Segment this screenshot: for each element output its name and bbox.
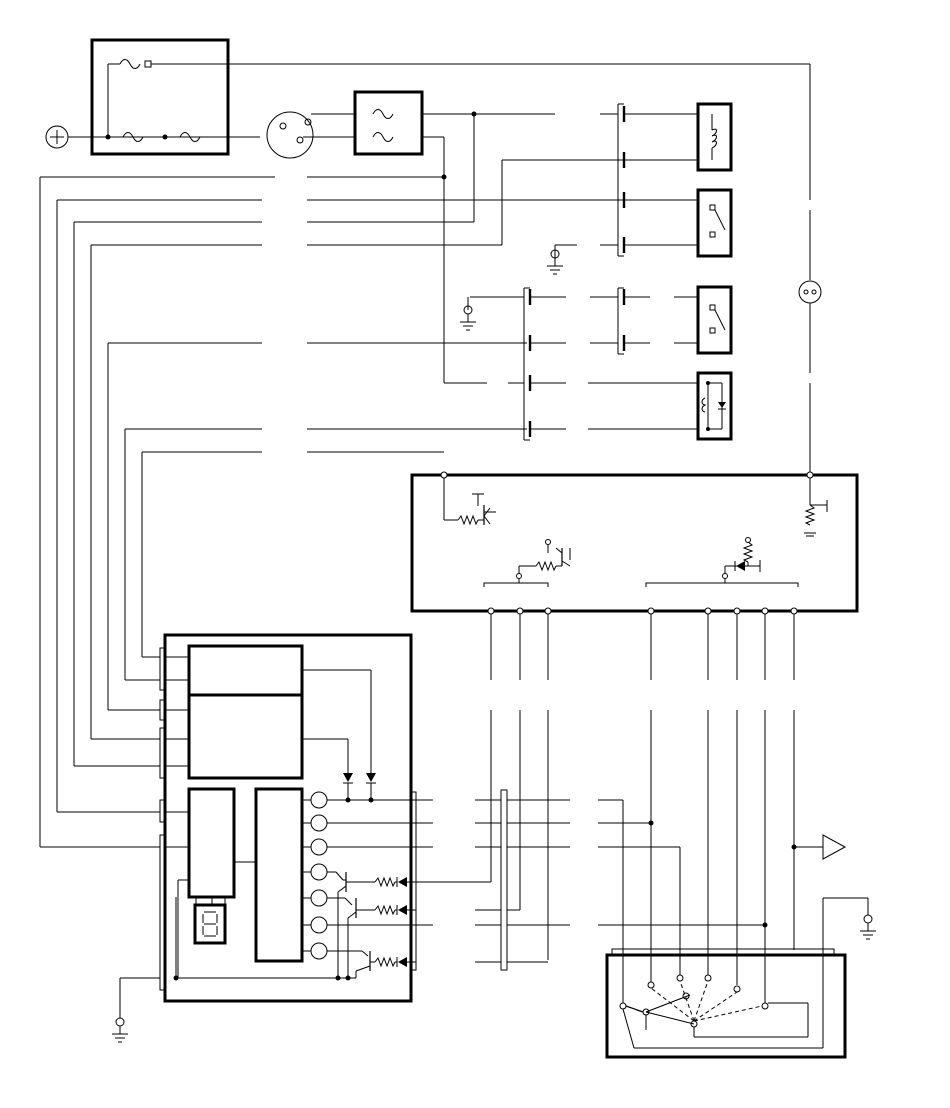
control-module	[410, 471, 859, 613]
npn-transistor-icon	[327, 871, 375, 978]
buzzer-triangle-icon	[791, 834, 847, 860]
connector-top-right	[554, 103, 698, 258]
lamp-icon	[798, 64, 822, 474]
diode-icon	[365, 772, 377, 784]
ignition-switch-icon	[266, 111, 355, 159]
resistor-icon	[374, 957, 396, 967]
module-pins	[487, 607, 798, 615]
npn-transistor-icon	[327, 950, 375, 978]
diode-icon	[342, 772, 354, 784]
fuse-box	[68, 38, 810, 156]
resistor-icon	[374, 905, 396, 915]
seven-segment-display-icon	[177, 861, 256, 978]
npn-transistor-icon	[327, 897, 375, 978]
resistor-icon	[374, 877, 396, 887]
plus-circle-icon	[45, 125, 69, 149]
connector-lower	[416, 789, 768, 1003]
rotary-switch-box	[605, 948, 847, 1059]
meter-cluster	[159, 633, 417, 1003]
relay-switch-icon	[696, 285, 733, 355]
ground-icon	[111, 1017, 129, 1043]
connector-middle	[470, 287, 698, 441]
relay-switch-icon	[696, 188, 733, 258]
relay-diode-icon	[696, 371, 733, 441]
relay-coil-icon	[696, 102, 733, 172]
fuse-box-2	[353, 90, 555, 383]
harness-wires	[39, 114, 624, 848]
module-wires	[490, 614, 795, 1003]
ground-icon	[859, 914, 877, 940]
